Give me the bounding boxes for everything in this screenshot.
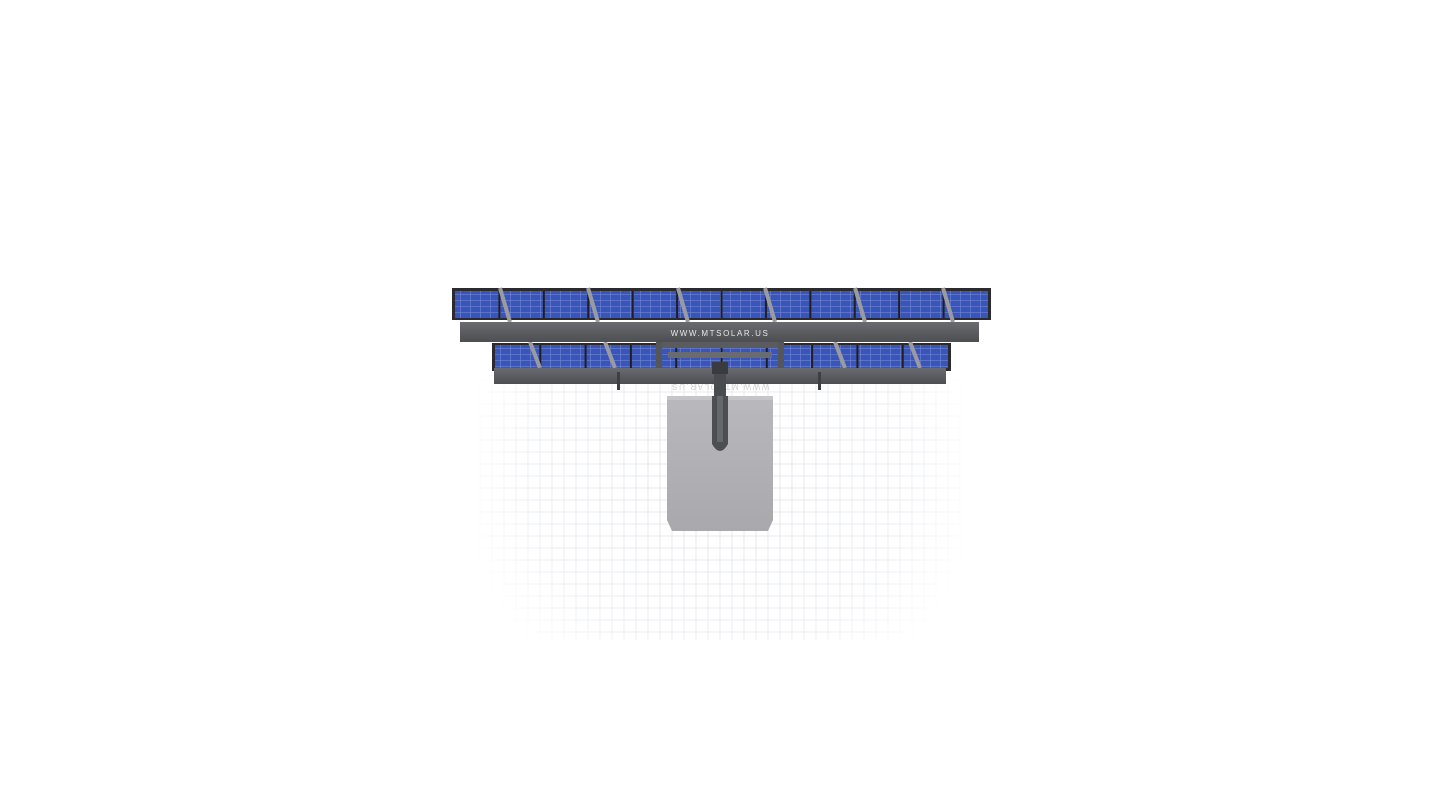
tracker-post xyxy=(712,362,728,451)
module-divider xyxy=(898,291,901,318)
module-divider xyxy=(720,291,723,318)
module-divider xyxy=(629,345,632,368)
module-divider xyxy=(498,291,501,318)
solar-panel-array-upper xyxy=(452,288,991,320)
module-divider xyxy=(809,291,812,318)
module-divider xyxy=(542,291,545,318)
strut xyxy=(498,287,512,323)
module-divider xyxy=(539,345,542,368)
purlin-struts xyxy=(498,287,955,369)
module-divider xyxy=(587,291,590,318)
strut xyxy=(763,287,777,323)
module-divider xyxy=(584,345,587,368)
module-divider xyxy=(853,291,856,318)
strut xyxy=(676,287,690,323)
module-divider xyxy=(942,291,945,318)
beam-brand-text: WWW.MTSOLAR.US xyxy=(671,329,770,338)
center-frame xyxy=(656,340,784,380)
strut xyxy=(603,341,617,369)
strut xyxy=(833,341,847,369)
module-divider xyxy=(856,345,859,368)
strut xyxy=(908,341,922,369)
module-divider xyxy=(764,291,767,318)
main-beam-upper: WWW.MTSOLAR.US xyxy=(460,322,979,342)
module-divider xyxy=(631,291,634,318)
module-divider xyxy=(811,345,814,368)
strut xyxy=(528,341,542,369)
strut xyxy=(853,287,867,323)
module-divider xyxy=(676,291,679,318)
strut xyxy=(941,287,955,323)
module-divider xyxy=(901,345,904,368)
strut xyxy=(586,287,600,323)
